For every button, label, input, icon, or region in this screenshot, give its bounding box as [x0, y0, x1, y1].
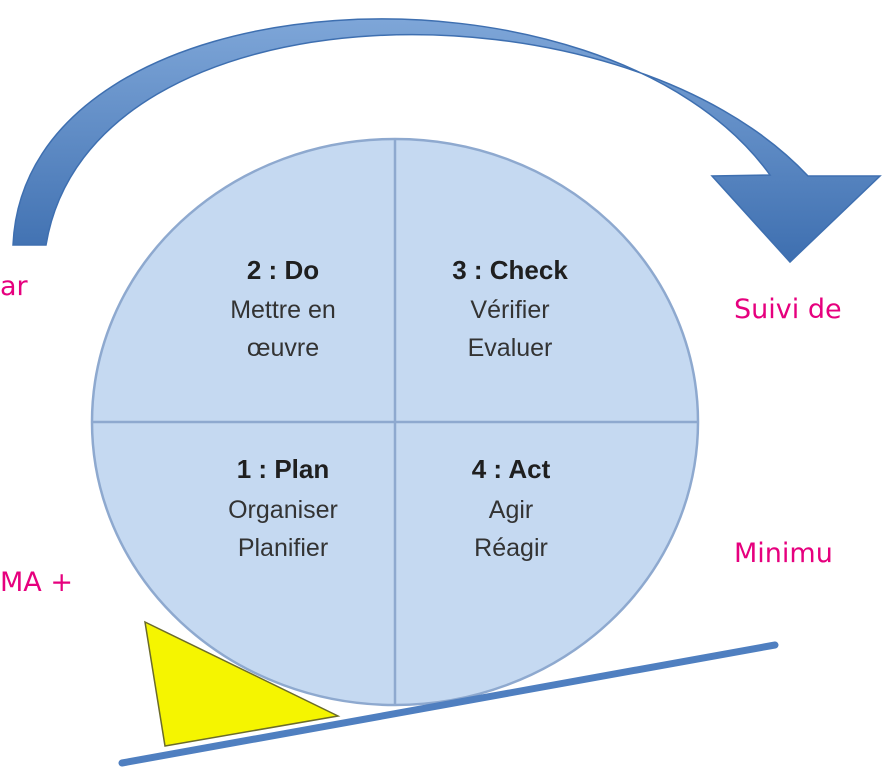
side-label-right-bottom: Minimu [734, 538, 833, 569]
quadrant-act-line-2: Réagir [474, 534, 548, 562]
quadrant-check-title: 3 : Check [452, 255, 568, 285]
quadrant-act: 4 : Act Agir Réagir [472, 454, 551, 562]
quadrant-check-line-1: Vérifier [470, 296, 549, 324]
ramp-line [118, 641, 779, 767]
side-label-left-top: ar [0, 271, 29, 302]
quadrant-act-line-1: Agir [489, 496, 533, 524]
quadrant-act-title: 4 : Act [472, 454, 551, 484]
quadrant-do: 2 : Do Mettre en œuvre [230, 255, 336, 362]
quadrant-plan: 1 : Plan Organiser Planifier [228, 454, 338, 562]
quadrant-do-title: 2 : Do [247, 255, 319, 285]
quadrant-check-line-2: Evaluer [468, 334, 553, 362]
quadrant-plan-line-2: Planifier [238, 534, 328, 562]
wedge-triangle [144, 620, 341, 747]
quadrant-do-line-2: œuvre [247, 334, 319, 362]
quadrant-plan-line-1: Organiser [228, 496, 338, 524]
side-label-right-top: Suivi de [734, 294, 842, 325]
side-label-left-bottom: MA + [0, 567, 73, 598]
quadrant-plan-title: 1 : Plan [237, 454, 329, 484]
quadrant-do-line-1: Mettre en [230, 296, 336, 324]
cycle-arrow [12, 18, 882, 264]
quadrant-check: 3 : Check Vérifier Evaluer [452, 255, 568, 362]
